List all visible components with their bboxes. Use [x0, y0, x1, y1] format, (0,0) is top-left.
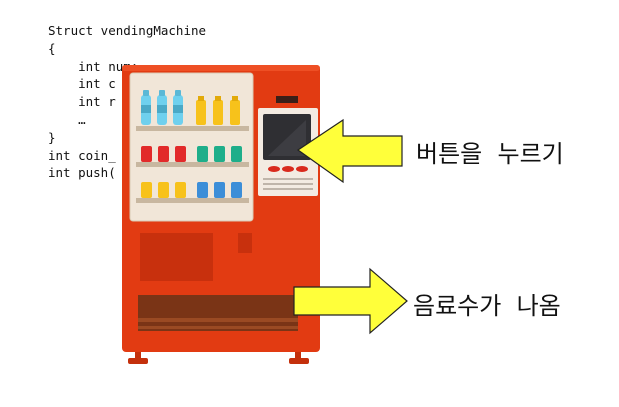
- vending-machine-icon: [122, 65, 320, 364]
- code-line: …: [48, 111, 86, 127]
- code-line: }: [48, 129, 56, 145]
- code-line: int push(: [48, 165, 116, 181]
- drink-out-label: 음료수가 나옴: [413, 292, 561, 320]
- code-line: Struct vendingMachine: [48, 23, 207, 38]
- code-line: int c: [48, 76, 116, 92]
- code-line: int coin_: [48, 147, 116, 163]
- code-snippet: Struct vendingMachine { int num; int c i…: [48, 22, 206, 182]
- arrow-right-icon: [296, 118, 403, 184]
- code-line: {: [48, 40, 56, 56]
- arrow-right-icon: [293, 267, 408, 335]
- press-button-label: 버튼을 누르기: [416, 140, 564, 168]
- code-line: int r: [48, 94, 116, 110]
